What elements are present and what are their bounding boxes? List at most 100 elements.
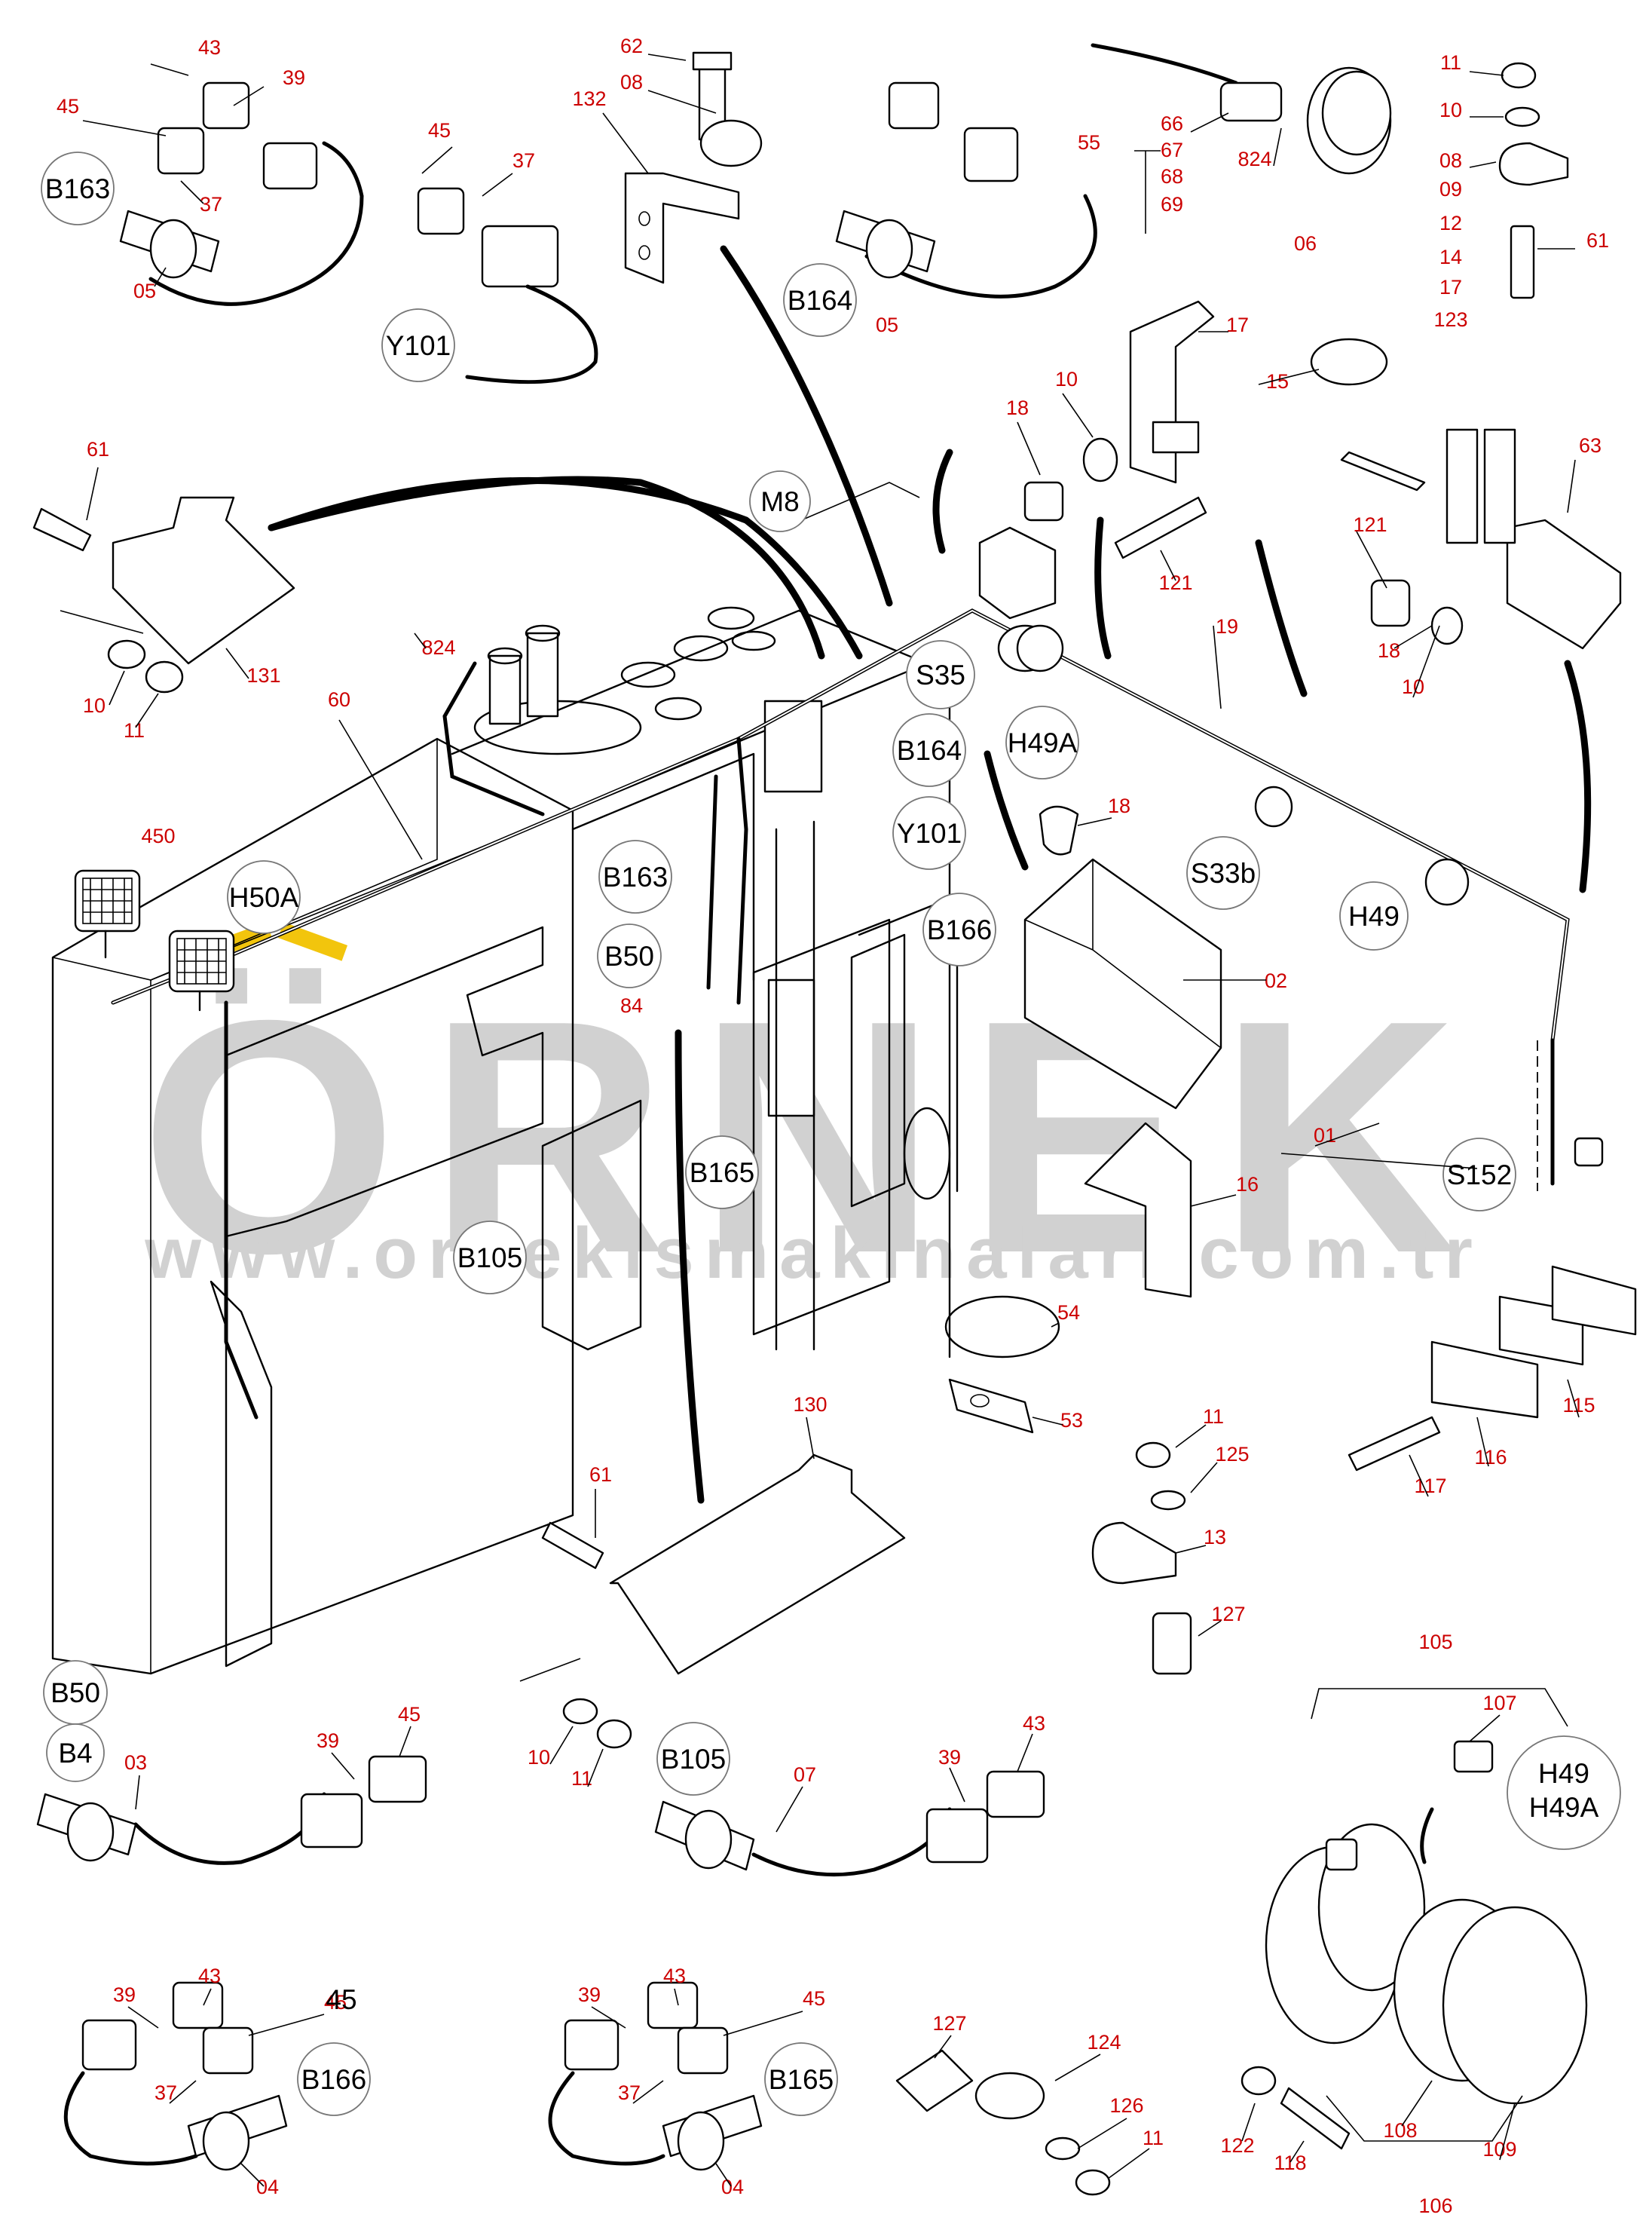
watermark-url: www.ornekismakinalari.com.tr: [144, 1213, 1483, 1294]
work-lamps: [74, 869, 235, 1012]
part-number: 02: [1265, 969, 1287, 992]
part-number: 117: [1414, 1475, 1446, 1497]
part-number: 10: [1402, 675, 1424, 698]
part-number: 01: [1314, 1124, 1336, 1147]
part-number: 10: [83, 694, 106, 717]
part-number-labels: 43 39 45 37 05 45 37 62 08 132 66 67 68 …: [57, 35, 1609, 2217]
part-number: 03: [124, 1751, 147, 1774]
part-number: 39: [317, 1729, 339, 1752]
part-number: 18: [1006, 397, 1029, 419]
part-number: 105: [1418, 1631, 1452, 1653]
mid-components: [519, 805, 1637, 1749]
part-number: 19: [1216, 615, 1238, 638]
reference-label: B4: [58, 1738, 92, 1769]
part-number: 09: [1439, 178, 1462, 201]
part-number: 08: [620, 71, 643, 93]
reference-label: B165: [690, 1157, 754, 1188]
part-number: 118: [1274, 2152, 1306, 2174]
reference-label: B166: [301, 2064, 366, 2095]
part-number: 37: [200, 193, 222, 216]
reference-label: B164: [788, 285, 852, 316]
reference-label: B105: [457, 1242, 522, 1273]
part-number: 10: [1439, 99, 1462, 121]
reference-label: H49: [1538, 1758, 1589, 1789]
part-number: 11: [124, 719, 145, 742]
part-number: 60: [328, 688, 350, 711]
part-number: 11: [1143, 2127, 1164, 2149]
part-number: 08: [1439, 149, 1462, 172]
part-number: 116: [1474, 1446, 1507, 1469]
part-number: 10: [528, 1746, 550, 1769]
part-number: 11: [571, 1767, 592, 1790]
part-number: 121: [1158, 571, 1192, 594]
reference-label: Y101: [386, 330, 451, 361]
part-number: 43: [198, 36, 221, 59]
reference-label: S33b: [1191, 858, 1256, 889]
part-number: 12: [1439, 212, 1462, 234]
reference-label: B166: [927, 914, 992, 945]
part-number: 69: [1161, 193, 1183, 216]
part-number: 05: [876, 314, 898, 336]
reference-label: Y101: [897, 818, 962, 849]
part-number: 18: [1108, 795, 1130, 817]
reference-label: B50: [50, 1677, 100, 1708]
part-number: 123: [1433, 308, 1467, 331]
reference-label: B163: [45, 173, 110, 204]
part-number: 131: [246, 664, 280, 687]
part-number: 61: [87, 438, 109, 461]
part-number: 122: [1220, 2134, 1254, 2157]
part-number: 106: [1418, 2195, 1452, 2217]
part-number: 13: [1204, 1526, 1226, 1548]
part-number: 109: [1482, 2138, 1516, 2161]
part-number: 132: [572, 87, 606, 110]
part-number: 55: [1078, 131, 1100, 154]
part-number: 45: [57, 95, 79, 118]
part-number: 37: [512, 149, 535, 172]
reference-label: M8: [760, 486, 799, 517]
part-number: 10: [1055, 368, 1078, 391]
part-number: 45: [324, 1991, 347, 2014]
part-number: 125: [1215, 1443, 1249, 1466]
part-number: 63: [1579, 434, 1602, 457]
part-number: 45: [398, 1703, 421, 1726]
part-number: 04: [256, 2176, 279, 2198]
part-number: 17: [1439, 276, 1462, 299]
part-number: 61: [1586, 229, 1609, 252]
part-number: 115: [1562, 1394, 1595, 1417]
sensors: [36, 43, 1604, 2196]
part-number: 450: [141, 825, 175, 847]
part-number: 68: [1161, 165, 1183, 188]
part-number: 45: [428, 119, 451, 142]
leader-lines: [82, 54, 1580, 2187]
part-number: 61: [589, 1463, 612, 1486]
reference-label: B105: [661, 1744, 726, 1775]
part-number: 127: [1211, 1603, 1245, 1625]
leader-sweeps: [268, 245, 1592, 1504]
part-number: 107: [1482, 1692, 1516, 1714]
part-number: 39: [938, 1746, 961, 1769]
part-number: 17: [1226, 314, 1249, 336]
part-number: 43: [663, 1965, 686, 1987]
reference-label: S152: [1447, 1159, 1512, 1190]
reference-label: H50A: [229, 882, 299, 913]
reference-label: H49A: [1008, 727, 1078, 758]
part-number: 126: [1109, 2094, 1143, 2117]
reference-label: B165: [769, 2064, 834, 2095]
part-number: 11: [1440, 51, 1461, 74]
part-number: 67: [1161, 139, 1183, 161]
part-number: 84: [620, 994, 643, 1017]
part-number: 66: [1161, 112, 1183, 135]
part-number: 18: [1378, 639, 1400, 662]
part-number: 127: [932, 2012, 966, 2035]
part-number: 06: [1294, 232, 1317, 255]
part-number: 824: [1237, 148, 1271, 170]
part-number: 14: [1439, 246, 1462, 268]
part-number: 11: [1203, 1405, 1224, 1428]
reference-label: S35: [916, 660, 965, 691]
reference-label: H49: [1348, 901, 1400, 932]
part-number: 04: [721, 2176, 744, 2198]
part-number: 16: [1236, 1173, 1259, 1196]
part-number: 62: [620, 35, 643, 57]
part-number: 39: [113, 1983, 136, 2006]
part-number: 07: [794, 1763, 816, 1786]
